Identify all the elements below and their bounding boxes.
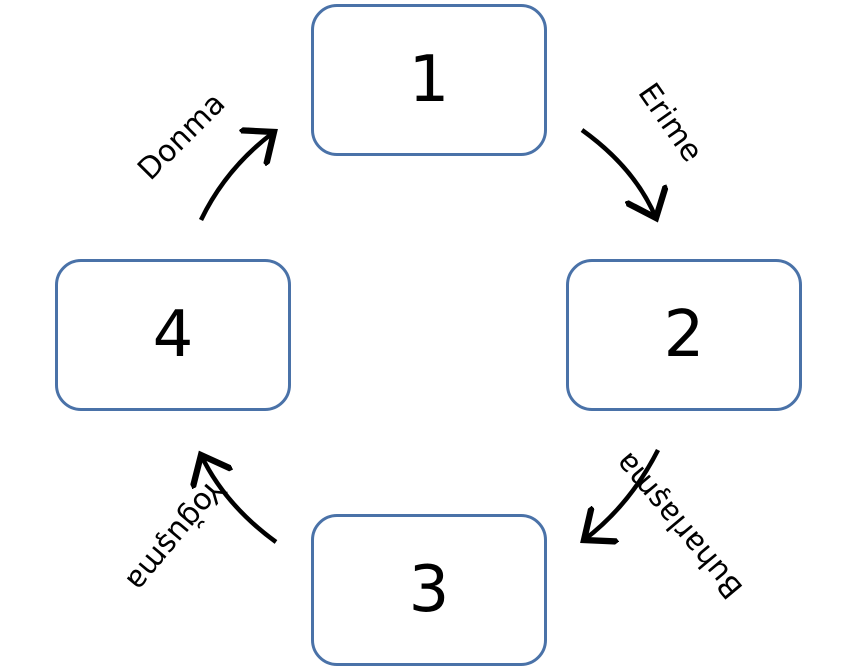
arrow-1-to-2 bbox=[580, 128, 656, 218]
state-label-1: 1 bbox=[408, 43, 450, 117]
arrow-3-to-4 bbox=[201, 455, 278, 544]
arrow-2-to-3 bbox=[584, 448, 661, 540]
state-label-2: 2 bbox=[663, 298, 705, 372]
state-box-4: 4 bbox=[55, 259, 291, 411]
state-box-2: 2 bbox=[566, 259, 802, 411]
state-label-4: 4 bbox=[152, 298, 194, 372]
arrow-4-to-1 bbox=[198, 132, 274, 221]
state-box-3: 3 bbox=[311, 514, 547, 666]
state-box-1: 1 bbox=[311, 4, 547, 156]
state-label-3: 3 bbox=[408, 553, 450, 627]
